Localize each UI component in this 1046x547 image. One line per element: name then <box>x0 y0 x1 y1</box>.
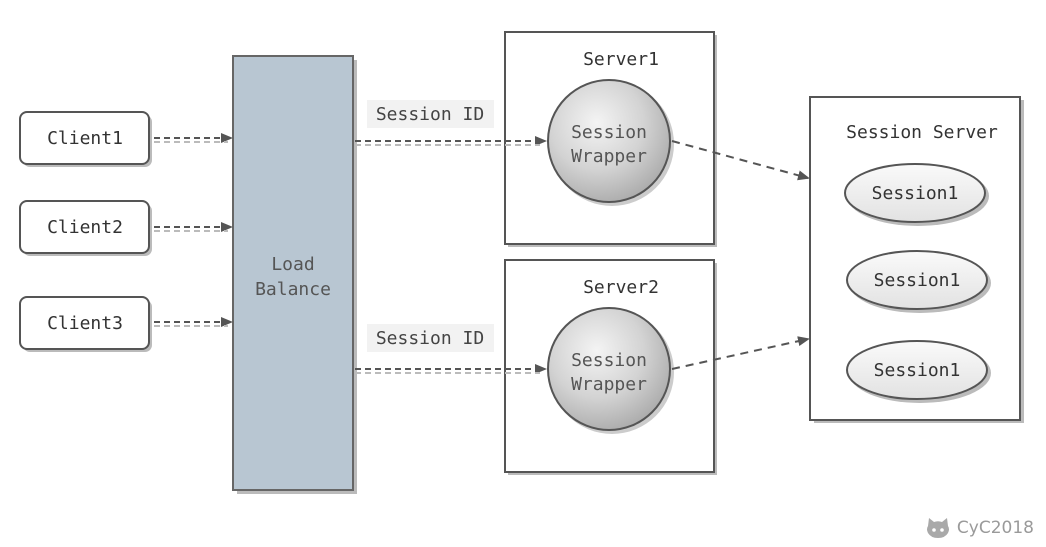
lb-to-server1-edge: Session ID <box>355 100 547 146</box>
session-item-label-1: Session1 <box>872 183 959 204</box>
load-balancer-node: Load Balance <box>232 55 357 494</box>
load-balancer-label-line2: Balance <box>255 279 331 300</box>
client-label-3: Client3 <box>47 313 123 334</box>
client-node-3: Client3 <box>19 296 152 352</box>
server1-session-wrapper <box>547 79 671 203</box>
client-label-1: Client1 <box>47 128 123 149</box>
client-label-2: Client2 <box>47 217 123 238</box>
server2-wrapper-label-line1: Session <box>571 350 647 371</box>
session-item-1 <box>844 163 986 223</box>
server1-title: Server1 <box>583 49 659 70</box>
server2-wrapper-label-line2: Wrapper <box>571 374 647 395</box>
github-octocat-icon <box>926 518 949 538</box>
lb-to-server2-edge: Session ID <box>355 324 547 374</box>
wrapper-to-session-server-arrows <box>671 140 810 370</box>
watermark-text: CyC2018 <box>956 518 1034 538</box>
session-item-label-3: Session1 <box>874 360 961 381</box>
server2-session-wrapper <box>547 307 671 431</box>
server2-title: Server2 <box>583 277 659 298</box>
load-balancer-label-line1: Load <box>271 254 314 275</box>
lb-to-server2-label: Session ID <box>376 328 484 349</box>
watermark: CyC2018 <box>925 517 1034 539</box>
session-server-node: Session Server Session1 Session1 Session… <box>809 96 1024 423</box>
arrow-server1-to-session-server <box>671 140 810 181</box>
server1-wrapper-label-line2: Wrapper <box>571 146 647 167</box>
arrow-server2-to-session-server <box>671 336 810 370</box>
client-node-1: Client1 <box>19 111 152 167</box>
server1-wrapper-label-line1: Session <box>571 122 647 143</box>
lb-to-server1-label: Session ID <box>376 104 484 125</box>
client-to-lb-arrows <box>154 133 233 327</box>
session-server-title: Session Server <box>846 122 998 143</box>
session-item-2 <box>846 250 988 310</box>
session-item-3 <box>846 340 988 400</box>
server1-node: Server1 Session Wrapper <box>504 31 717 247</box>
session-item-label-2: Session1 <box>874 270 961 291</box>
server2-node: Server2 Session Wrapper <box>504 259 717 475</box>
client-node-2: Client2 <box>19 200 152 256</box>
